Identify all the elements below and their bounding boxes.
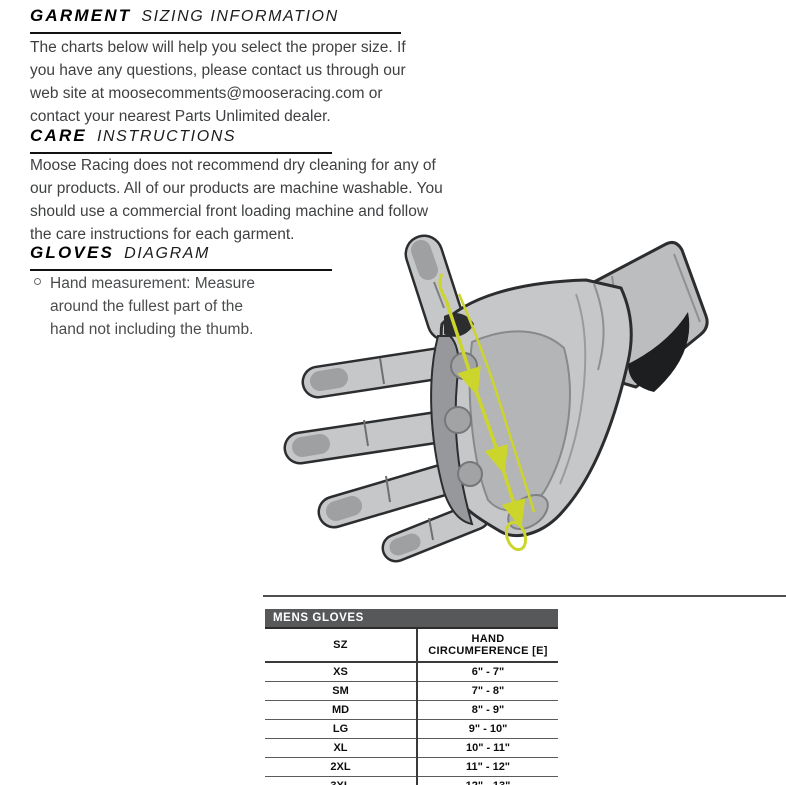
glove-size-table: MENS GLOVES SZ HAND CIRCUMFERENCE [E] XS…: [265, 609, 558, 785]
table-row: 3XL12" - 13": [265, 776, 558, 785]
hand-measurement-note: Hand measurement: Measure around the ful…: [34, 272, 280, 341]
gloves-title-light: DIAGRAM: [124, 245, 210, 262]
glove-fingers: [283, 345, 491, 563]
care-title-light: INSTRUCTIONS: [96, 128, 237, 145]
circumference-cell: 12" - 13": [416, 776, 558, 785]
size-cell: MD: [265, 700, 417, 720]
circumference-cell: 6" - 7": [416, 662, 558, 682]
glove-thumb: [404, 234, 466, 342]
table-top-divider: [263, 595, 786, 597]
garment-title-strong: GARMENT: [30, 6, 132, 25]
circumference-cell: 10" - 11": [416, 738, 558, 758]
gloves-title-strong: GLOVES: [30, 243, 115, 262]
size-cell: SM: [265, 681, 417, 701]
size-cell: LG: [265, 719, 417, 739]
care-section-heading: CARE INSTRUCTIONS: [30, 126, 332, 154]
glove-illustration: [283, 234, 709, 563]
size-cell: XL: [265, 738, 417, 758]
circumference-cell: 7" - 8": [416, 681, 558, 701]
size-cell: XS: [265, 662, 417, 682]
measurement-arrows: [438, 273, 536, 552]
garment-paragraph: The charts below will help you select th…: [30, 39, 406, 125]
care-title-strong: CARE: [30, 126, 87, 145]
bullet-icon: [34, 278, 41, 285]
garment-title-light: SIZING INFORMATION: [141, 8, 339, 25]
circumference-cell: 9" - 10": [416, 719, 558, 739]
table-title: MENS GLOVES: [265, 609, 558, 629]
glove-palm: [430, 278, 633, 538]
hand-measurement-text: Hand measurement: Measure around the ful…: [50, 275, 256, 338]
care-paragraph: Moose Racing does not recommend dry clea…: [30, 157, 443, 243]
glove-diagram: [276, 224, 726, 592]
size-cell: 2XL: [265, 757, 417, 777]
garment-section-heading: GARMENT SIZING INFORMATION: [30, 6, 401, 34]
circumference-cell: 11" - 12": [416, 757, 558, 777]
circumference-cell: 8" - 9": [416, 700, 558, 720]
col-header-circumference: HAND CIRCUMFERENCE [E]: [416, 628, 558, 663]
size-cell: 3XL: [265, 776, 417, 785]
col-header-size: SZ: [265, 628, 417, 663]
gloves-section-heading: GLOVES DIAGRAM: [30, 243, 332, 271]
